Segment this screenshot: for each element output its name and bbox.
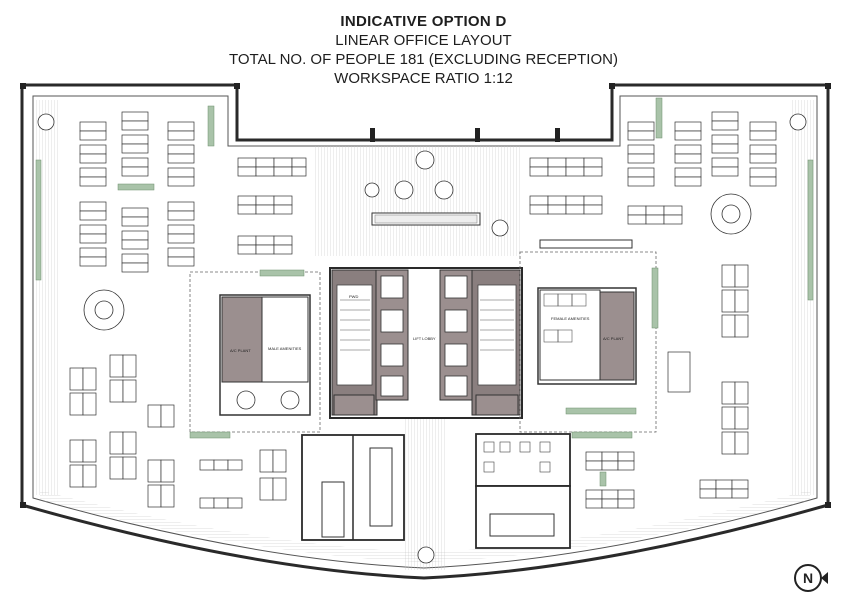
workstation-cluster — [627, 121, 655, 187]
workstation-cluster — [529, 195, 603, 215]
title-layout: LINEAR OFFICE LAYOUT — [335, 32, 512, 49]
workstation-cluster — [167, 201, 195, 267]
workstation-cluster — [121, 207, 149, 273]
workstation-cluster — [721, 264, 749, 338]
workstation-cluster — [147, 404, 175, 508]
room-label-pwd: PWD — [349, 294, 358, 299]
workstation-cluster — [585, 451, 635, 471]
room-label-female-amenities: FEMALE AMENITIES — [551, 316, 590, 321]
workstation-cluster — [237, 235, 293, 255]
title-ratio: WORKSPACE RATIO 1:12 — [334, 70, 513, 87]
building-core: PWD LIFT LOBBY — [329, 267, 523, 419]
workstation-cluster — [199, 449, 287, 509]
workstation-cluster — [721, 381, 749, 455]
plan-title-block: INDICATIVE OPTION D LINEAR OFFICE LAYOUT… — [0, 12, 847, 88]
workstation-cluster — [674, 121, 702, 187]
north-arrow: N — [794, 564, 828, 592]
title-option: INDICATIVE OPTION D — [340, 13, 507, 30]
workstation-cluster — [529, 157, 603, 177]
workstation-cluster — [749, 121, 777, 187]
round-tables — [37, 113, 807, 564]
title-people: TOTAL NO. OF PEOPLE 181 (EXCLUDING RECEP… — [229, 51, 618, 68]
room-label-ac-plant-right: A/C PLANT — [603, 336, 624, 341]
workstation-cluster — [79, 121, 107, 187]
workstations — [69, 111, 777, 509]
left-amenities-block: A/C PLANT MALE AMENITIES — [219, 294, 311, 416]
workstation-cluster — [79, 201, 107, 267]
workstation-cluster — [699, 479, 749, 499]
room-label-ac-plant-left: A/C PLANT — [230, 348, 251, 353]
workstation-cluster — [69, 367, 97, 488]
workstation-cluster — [585, 489, 635, 509]
planters — [35, 97, 814, 487]
workstation-cluster — [627, 205, 683, 225]
workstation-cluster — [237, 157, 307, 177]
room-label-lift-lobby: LIFT LOBBY — [413, 336, 436, 341]
perimeter-floor-finish — [36, 100, 814, 570]
right-amenities-block: FEMALE AMENITIES A/C PLANT — [537, 287, 637, 385]
room-label-male-amenities: MALE AMENITIES — [268, 346, 302, 351]
meeting-rooms — [301, 433, 571, 549]
workstation-cluster — [237, 195, 293, 215]
north-arrow-label: N — [803, 570, 813, 586]
workstation-cluster — [109, 354, 137, 480]
workstation-cluster — [711, 111, 739, 177]
workstation-cluster — [167, 121, 195, 187]
workstation-cluster — [121, 111, 149, 177]
zone-outlines — [189, 251, 657, 433]
kitchen-bench — [371, 212, 633, 249]
